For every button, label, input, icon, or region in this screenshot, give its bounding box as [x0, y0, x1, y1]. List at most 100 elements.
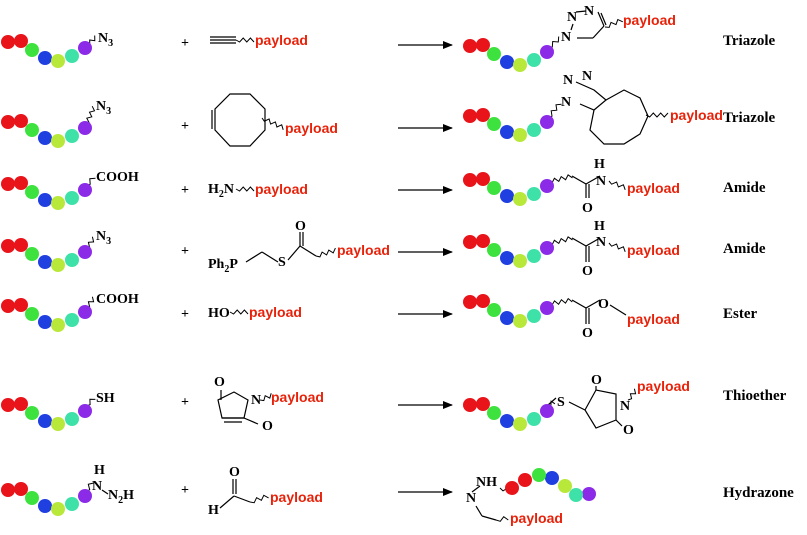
payload-label: payload [255, 32, 308, 48]
bead [476, 397, 490, 411]
bead [1, 398, 15, 412]
wavy-bond [315, 247, 336, 258]
bead [25, 491, 39, 505]
peptide-bead-chain-6 [463, 397, 554, 431]
bead [527, 412, 541, 426]
bead [78, 489, 92, 503]
fused-cyclooctane-ring [589, 89, 649, 145]
diphenylphosphine-sub: 2 [224, 264, 229, 275]
bead [1, 483, 15, 497]
bead [1, 177, 15, 191]
bead [582, 487, 596, 501]
bead [14, 34, 28, 48]
azide-group: N3 [98, 31, 113, 49]
thioester-sulfur: S [278, 255, 286, 270]
bond-line [481, 515, 497, 521]
hydrazine-nh2-main: N [108, 488, 118, 503]
triazole2-n2: N [563, 73, 573, 88]
bead [527, 249, 541, 263]
bead [487, 406, 501, 420]
azide-group-main: N [98, 31, 108, 46]
payload-label: payload [285, 120, 338, 136]
payload-label: payload [271, 389, 324, 405]
bead [38, 499, 52, 513]
peptide-bead-chain [1, 482, 92, 516]
bond-line [615, 419, 623, 427]
azide-group-4-main: N [96, 229, 106, 244]
amide1-oxygen: O [582, 201, 593, 216]
bond-type-label-triazole-1: Triazole [723, 33, 776, 49]
payload-label: payload [627, 242, 680, 258]
wavy-bond [495, 516, 509, 522]
bead [527, 309, 541, 323]
amine-reagent: H2N [208, 182, 234, 200]
bead [51, 196, 65, 210]
ester-carbonyl-oxygen: O [582, 326, 593, 341]
bead [487, 47, 501, 61]
diphenylphosphine-tail: P [229, 257, 238, 272]
alcohol-reagent: HO [208, 306, 230, 321]
azide-group-2: N3 [96, 99, 111, 117]
plus-sign: + [181, 244, 189, 259]
triazole2-ring [575, 81, 607, 111]
bond-line [233, 495, 251, 503]
bond-line [219, 495, 235, 509]
aldehyde-oxygen: O [229, 465, 240, 480]
wavy-bond [229, 309, 249, 315]
bead [540, 179, 554, 193]
triazole-n2: N [567, 10, 577, 25]
bead [65, 129, 79, 143]
thioester-oxygen: O [295, 219, 306, 234]
triazole-n3: N [584, 4, 594, 19]
bead [38, 414, 52, 428]
carboxyl-group: COOH [96, 170, 139, 185]
bond-line [609, 304, 627, 316]
payload-label: payload [627, 180, 680, 196]
bond-type-label-triazole-2: Triazole [723, 110, 776, 126]
bead [500, 55, 514, 69]
payload-label: payload [337, 242, 390, 258]
bond-line [101, 489, 109, 495]
bead [540, 45, 554, 59]
bead [500, 311, 514, 325]
bead [540, 241, 554, 255]
wavy-bond [235, 186, 255, 192]
maleimide-n: N [251, 393, 261, 408]
bead [487, 303, 501, 317]
bead [463, 109, 477, 123]
wavy-bond [235, 37, 255, 43]
bond-line [243, 417, 259, 425]
azide-group-2-main: N [96, 99, 106, 114]
bead [476, 108, 490, 122]
bead [518, 473, 532, 487]
bead [545, 471, 559, 485]
amine-reagent-main: H [208, 182, 219, 197]
bond-line [570, 23, 574, 31]
bead [51, 318, 65, 332]
succinimide-o1: O [591, 373, 602, 388]
bead [78, 245, 92, 259]
bead [513, 192, 527, 206]
bead [527, 123, 541, 137]
bead [38, 131, 52, 145]
bead [14, 298, 28, 312]
maleimide-ring [217, 391, 249, 419]
bead [1, 239, 15, 253]
wavy-bond [608, 242, 626, 252]
bead [487, 243, 501, 257]
bond-line [261, 251, 279, 263]
payload-label: payload [255, 181, 308, 197]
payload-label: payload [249, 304, 302, 320]
plus-sign: + [181, 307, 189, 322]
thioether-sulfur: S [557, 395, 565, 410]
bead [25, 307, 39, 321]
bead [513, 254, 527, 268]
hydrazone-n1: N [466, 491, 476, 506]
bond-line [585, 237, 601, 247]
thiol-group: SH [96, 391, 115, 406]
bead [51, 134, 65, 148]
bond-line [592, 25, 605, 39]
payload-label: payload [627, 311, 680, 327]
wavy-bond [645, 112, 669, 118]
bond-line [287, 245, 301, 261]
